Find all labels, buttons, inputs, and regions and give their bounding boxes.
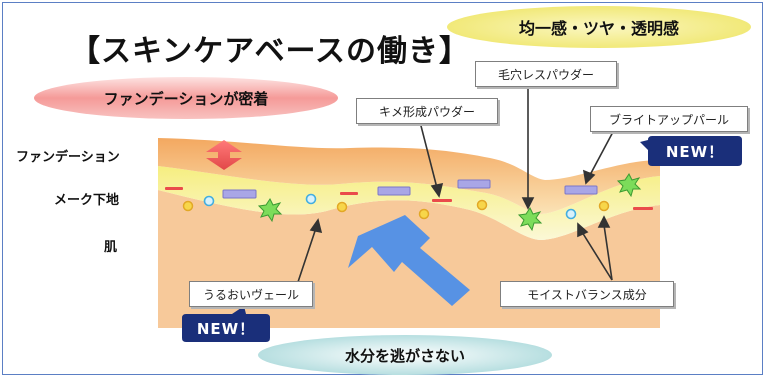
- callout-bright-pearl: ブライトアップパール: [590, 106, 748, 132]
- foundation-layer: [158, 138, 660, 214]
- oval-foundation-fit-text: ファンデーションが密着: [103, 89, 269, 108]
- new-badge-bottom-shape: [182, 306, 270, 342]
- label-foundation: ファンデーション: [16, 150, 120, 165]
- pearl-particles: [222, 179, 598, 199]
- oval-foundation-fit-shape: [34, 77, 338, 119]
- oval-top-right-shape: [447, 6, 751, 48]
- moisture-dots-blue: [203, 193, 577, 220]
- moisture-dots-yellow: [182, 199, 610, 220]
- oval-top-right-text: 均一感・ツヤ・透明感: [518, 19, 679, 38]
- callout-moist-balance: モイストバランス成分: [500, 281, 674, 307]
- callout-lines: [297, 88, 615, 283]
- callout-moist-veil: うるおいヴェール: [189, 281, 313, 307]
- new-badge-bottom: NEW！: [196, 319, 256, 338]
- callout-pore-powder: 毛穴レスパウダー: [475, 61, 617, 87]
- new-badge-top-shape: [640, 136, 742, 166]
- press-arrow: [206, 140, 242, 170]
- callout-texture-powder: キメ形成パウダー: [356, 98, 498, 124]
- oval-bottom-text: 水分を逃がさない: [344, 346, 465, 365]
- new-badge-top: NEW！: [665, 142, 725, 161]
- label-skin: 肌: [104, 240, 118, 255]
- label-makeup-base: メーク下地: [54, 193, 120, 208]
- moisture-retention-arrow: [348, 215, 470, 306]
- page-title: 【スキンケアベースの働き】: [70, 34, 470, 69]
- oval-bottom-shape: [258, 335, 552, 375]
- red-particles: [165, 187, 653, 210]
- pore-powder-particles: [257, 173, 642, 232]
